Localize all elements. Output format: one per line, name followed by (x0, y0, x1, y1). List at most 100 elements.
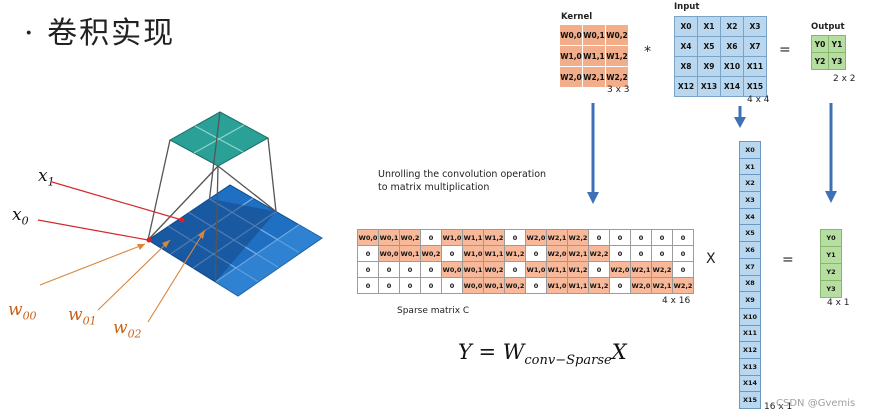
sparse-cell: W0,0 (378, 245, 400, 262)
formula: Y = Wconv−SparseX (458, 340, 627, 368)
sparse-cell: W2,2 (567, 229, 589, 246)
sparse-cell: 0 (651, 229, 673, 246)
sparse-cell: 0 (525, 245, 547, 262)
input-cell: X12 (674, 76, 698, 97)
output-dim: 2 x 2 (833, 74, 856, 84)
watermark: CSDN @Gvemis (776, 398, 856, 409)
column-y-cell: Y1 (820, 246, 842, 264)
sparse-cell: 0 (357, 245, 379, 262)
kernel-cell: W1,0 (559, 45, 583, 67)
sparse-cell: 0 (357, 261, 379, 278)
sparse-cell: 0 (441, 277, 463, 294)
sparse-cell: W2,1 (651, 277, 673, 294)
sparse-cell: 0 (420, 261, 442, 278)
column-x-cell: X6 (739, 241, 761, 259)
equals-operator: = (779, 42, 791, 58)
kernel-cell: W0,1 (582, 24, 606, 46)
sparse-cell: 0 (441, 245, 463, 262)
output-cell: Y2 (811, 52, 829, 70)
column-x-cell: X1 (739, 157, 761, 176)
slide-title: · 卷积实现 (24, 16, 176, 51)
projection-lines (147, 111, 277, 283)
input-cell: X1 (697, 16, 721, 37)
sparse-cell: W2,1 (630, 261, 652, 278)
column-y-cell: Y2 (820, 263, 842, 281)
sparse-cell: 0 (525, 277, 547, 294)
kernel-cell: W1,1 (582, 45, 606, 67)
sparse-cell: W2,2 (672, 277, 694, 294)
sparse-cell: 0 (420, 229, 442, 246)
kernel-label: Kernel (561, 12, 593, 22)
x0-dot (146, 237, 152, 243)
column-x-cell: X11 (739, 324, 761, 343)
input-cell: X2 (720, 16, 744, 37)
input-dim: 4 x 4 (747, 95, 770, 105)
sparse-cell: W1,2 (483, 229, 505, 246)
column-x-cell: X12 (739, 341, 761, 359)
column-x-dim: 16 x 1 (764, 402, 793, 412)
sparse-cell: W0,2 (420, 245, 442, 262)
sparse-cell: W2,2 (651, 261, 673, 278)
sparse-cell: 0 (651, 245, 673, 262)
sparse-cell: 0 (672, 261, 694, 278)
sparse-cell: 0 (504, 261, 526, 278)
sparse-cell: W2,0 (546, 245, 568, 262)
column-x-cell: X5 (739, 224, 761, 243)
sparse-cell: W2,0 (609, 261, 631, 278)
conv-operator: * (644, 44, 651, 60)
sparse-cell: 0 (357, 277, 379, 294)
column-y-cell: Y3 (820, 280, 842, 298)
sparse-cell: 0 (588, 261, 610, 278)
sparse-cell: W2,0 (525, 229, 547, 246)
sparse-cell: 0 (609, 277, 631, 294)
sparse-cell: 0 (630, 229, 652, 246)
weight-arrows (39, 229, 206, 323)
column-y-cell: Y0 (820, 229, 842, 247)
kernel-cell: W0,2 (605, 24, 629, 46)
column-x-cell: X2 (739, 174, 761, 193)
sparse-cell: W1,2 (504, 245, 526, 262)
sparse-cell: 0 (399, 261, 421, 278)
input-cell: X11 (743, 56, 767, 77)
sparse-cell: W0,2 (483, 261, 505, 278)
sparse-cell: W0,2 (399, 229, 421, 246)
formula-subscript: conv−Sparse (524, 353, 612, 369)
sparse-cell: W2,1 (546, 229, 568, 246)
weight-arrowheads (137, 230, 205, 250)
sparse-cell: 0 (588, 229, 610, 246)
output-cell: Y1 (828, 35, 846, 53)
unroll-caption: Unrolling the convolution operation to m… (378, 168, 546, 194)
w01-label: w01 (68, 305, 97, 328)
sparse-cell: W1,1 (483, 245, 505, 262)
sparse-cell: W2,1 (567, 245, 589, 262)
sparse-cell: W1,2 (588, 277, 610, 294)
column-y-dim: 4 x 1 (827, 298, 850, 308)
sparse-cell: W0,1 (462, 261, 484, 278)
unroll-line-1: Unrolling the convolution operation (378, 169, 547, 180)
sparse-cell: 0 (378, 277, 400, 294)
input-cell: X4 (674, 36, 698, 57)
sparse-cell: W0,0 (357, 229, 379, 246)
unroll-line-2: to matrix multiplication (378, 182, 490, 193)
sparse-cell: W1,1 (546, 261, 568, 278)
column-x-cell: X4 (739, 207, 761, 226)
output-cell: Y3 (828, 52, 846, 70)
w00-label: w00 (8, 300, 37, 323)
column-x-cell: X14 (739, 374, 761, 393)
input-cell: X14 (720, 76, 744, 97)
sparse-cell: W0,0 (441, 261, 463, 278)
sparse-cell: W1,1 (462, 229, 484, 246)
sparse-cell: W0,1 (483, 277, 505, 294)
convolution-3d-diagram (37, 111, 323, 323)
x0-pointer (37, 219, 149, 241)
input-cell: X0 (674, 16, 698, 37)
column-x-cell: X9 (739, 291, 761, 309)
